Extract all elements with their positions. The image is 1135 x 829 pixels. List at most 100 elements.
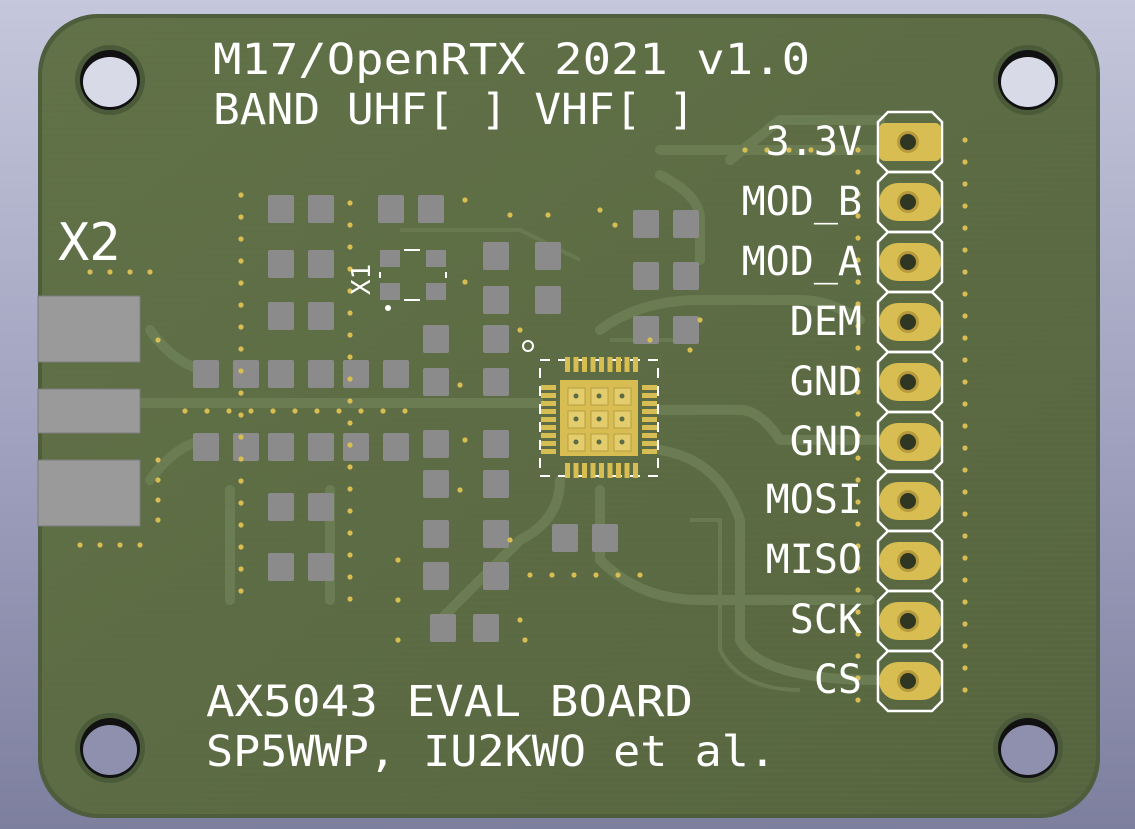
via: [155, 477, 161, 483]
via: [155, 497, 161, 503]
pin-labels: 3.3V MOD_B MOD_A DEM GND GND MOSI MISO S…: [742, 119, 862, 703]
thermal-via: [619, 416, 625, 422]
via: [855, 433, 861, 439]
connector-ref-x2: X2: [58, 213, 121, 273]
via: [697, 317, 703, 323]
smd-pad: [633, 262, 659, 290]
smd-pad: [268, 250, 294, 278]
smd-pad: [383, 433, 409, 461]
via: [855, 235, 861, 241]
qfn-pin: [573, 357, 579, 372]
smd-pad: [673, 316, 699, 344]
smd-pad: [535, 286, 561, 314]
smd-pad: [308, 250, 334, 278]
thermal-via: [619, 393, 625, 399]
via: [855, 455, 861, 461]
smd-pad: [423, 562, 449, 590]
via: [347, 552, 353, 558]
via: [238, 412, 244, 418]
qfn-pin: [590, 357, 596, 372]
via: [855, 213, 861, 219]
via: [962, 401, 968, 407]
via: [507, 212, 513, 218]
smd-pad: [308, 195, 334, 223]
via: [593, 572, 599, 578]
smd-pad: [535, 242, 561, 270]
qfn-pin: [616, 463, 621, 478]
smd-pad: [483, 368, 509, 396]
smd-pad: [233, 433, 259, 461]
qfn-pin: [582, 463, 587, 478]
qfn-pin: [607, 357, 613, 372]
via: [347, 442, 353, 448]
via: [764, 147, 770, 153]
via: [238, 500, 244, 506]
via: [238, 214, 244, 220]
via: [855, 565, 861, 571]
mounting-hole-top-right: [993, 45, 1063, 115]
smd-pad: [268, 553, 294, 581]
via: [155, 457, 161, 463]
pcb-board: [38, 14, 1100, 818]
via: [597, 207, 603, 213]
via: [962, 511, 968, 517]
via: [347, 332, 353, 338]
via: [507, 537, 513, 543]
pin-label-dem: DEM: [790, 299, 862, 345]
smd-pad: [633, 316, 659, 344]
via: [457, 487, 463, 493]
smd-pad: [268, 360, 294, 388]
qfn-pin: [565, 357, 570, 372]
via: [855, 191, 861, 197]
via: [238, 434, 244, 440]
via: [238, 368, 244, 374]
via: [517, 617, 523, 623]
smd-pad: [418, 195, 444, 223]
via: [522, 637, 528, 643]
qfn-pin: [541, 393, 556, 398]
via: [238, 258, 244, 264]
copper-traces: [135, 115, 885, 685]
via: [962, 335, 968, 341]
via: [855, 499, 861, 505]
qfn-pin: [642, 401, 657, 406]
via: [637, 572, 643, 578]
qfn-pin: [599, 463, 604, 478]
via: [855, 169, 861, 175]
via: [962, 203, 968, 209]
pin-drill: [900, 374, 916, 390]
via: [786, 147, 792, 153]
pin-drill: [900, 314, 916, 330]
via: [545, 212, 551, 218]
smd-pad: [483, 242, 509, 270]
via: [270, 408, 276, 414]
via: [962, 181, 968, 187]
via: [962, 621, 968, 627]
via: [647, 337, 653, 343]
via: [855, 609, 861, 615]
pin-label-mod-b: MOD_B: [742, 179, 862, 225]
via: [855, 279, 861, 285]
pin-label-sck: SCK: [790, 597, 862, 643]
board-footer-line-1: AX5043 EVAL BOARD: [206, 677, 693, 727]
smd-pad: [483, 470, 509, 498]
via: [358, 408, 364, 414]
via: [962, 269, 968, 275]
via: [855, 367, 861, 373]
vias: [77, 137, 968, 703]
qfn-pin: [565, 463, 570, 478]
via: [962, 577, 968, 583]
via: [962, 423, 968, 429]
pin-drill: [900, 613, 916, 629]
pin-label-mod-a: MOD_A: [742, 239, 862, 285]
smd-pad: [483, 562, 509, 590]
via: [962, 643, 968, 649]
via: [855, 543, 861, 549]
via: [347, 200, 353, 206]
smd-pad: [268, 433, 294, 461]
pin-drill: [900, 254, 916, 270]
via: [687, 347, 693, 353]
qfn-pin: [541, 401, 556, 406]
via: [962, 137, 968, 143]
